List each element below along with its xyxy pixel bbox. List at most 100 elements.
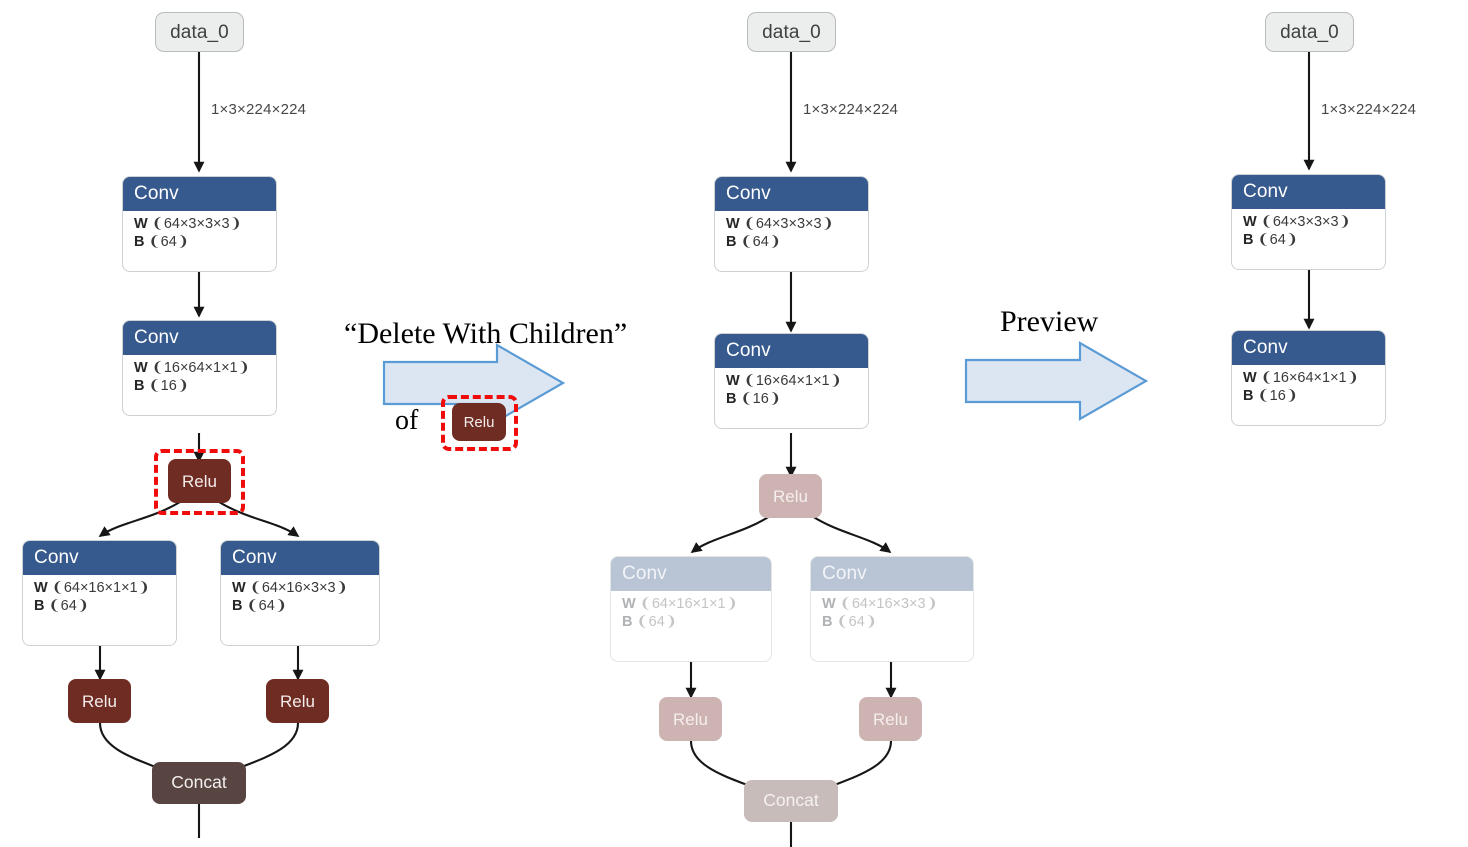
node-concat-deleted[interactable]: Concat	[744, 780, 838, 822]
attr-key: B	[1243, 388, 1254, 404]
attr-value: ❨64❩	[740, 234, 781, 250]
edge-label-input-to-conv1: 1×3×224×224	[1321, 101, 1417, 118]
attr-value: ❨16❩	[740, 391, 781, 407]
of-label: of	[395, 405, 419, 436]
attr-value: ❨64×16×1×1❩	[51, 580, 150, 596]
attr-value: ❨64×16×1×1❩	[639, 596, 738, 612]
preview-arrow	[964, 341, 1149, 421]
node-attributes: W❨64×16×3×3❩ B❨64❩	[221, 575, 379, 620]
attr-bias: B❨64❩	[1243, 232, 1385, 248]
node-conv-1[interactable]: Conv W❨64×3×3×3❩ B❨64❩	[1231, 174, 1386, 270]
node-data-0[interactable]: data_0	[747, 12, 836, 52]
attr-key: B	[622, 614, 633, 630]
node-conv-3-deleted[interactable]: Conv W❨64×16×1×1❩ B❨64❩	[610, 556, 772, 662]
node-relu-right-deleted[interactable]: Relu	[859, 697, 922, 741]
node-conv-4[interactable]: Conv W❨64×16×3×3❩ B❨64❩	[220, 540, 380, 646]
attr-weight: W❨16×64×1×1❩	[726, 373, 868, 389]
attr-key: W	[726, 373, 740, 389]
attr-weight: W❨64×3×3×3❩	[1243, 214, 1385, 230]
attr-key: B	[232, 598, 243, 614]
attr-bias: B❨64❩	[622, 614, 771, 630]
node-conv-2[interactable]: Conv W❨16×64×1×1❩ B❨16❩	[1231, 330, 1386, 426]
node-relu-left-deleted[interactable]: Relu	[659, 697, 722, 741]
node-title: Conv	[811, 557, 973, 591]
attr-value: ❨64×3×3×3❩	[743, 216, 834, 232]
node-relu-right[interactable]: Relu	[266, 679, 329, 723]
annotation-relu-chip: Relu	[452, 403, 506, 441]
attr-bias: B❨64❩	[822, 614, 973, 630]
attr-value: ❨16×64×1×1❩	[1260, 370, 1359, 386]
attr-value: ❨64×3×3×3❩	[1260, 214, 1351, 230]
attr-key: B	[726, 234, 737, 250]
node-label: Relu	[280, 691, 315, 711]
attr-weight: W❨64×16×3×3❩	[232, 580, 379, 596]
node-data-0[interactable]: data_0	[155, 12, 244, 52]
attr-weight: W❨16×64×1×1❩	[1243, 370, 1385, 386]
attr-key: W	[1243, 370, 1257, 386]
attr-key: W	[134, 360, 148, 376]
preview-label: Preview	[1000, 305, 1099, 338]
attr-key: B	[822, 614, 833, 630]
attr-value: ❨64❩	[48, 598, 89, 614]
node-conv-2[interactable]: Conv W❨16×64×1×1❩ B❨16❩	[714, 333, 869, 429]
attr-key: W	[34, 580, 48, 596]
node-title: Conv	[123, 321, 276, 355]
attr-value: ❨64×16×3×3❩	[839, 596, 938, 612]
attr-weight: W❨64×16×3×3❩	[822, 596, 973, 612]
node-relu-deleted[interactable]: Relu	[759, 474, 822, 518]
node-label: data_0	[170, 21, 229, 43]
node-attributes: W❨64×3×3×3❩ B❨64❩	[1232, 209, 1385, 254]
attr-key: W	[1243, 214, 1257, 230]
node-attributes: W❨64×3×3×3❩ B❨64❩	[123, 211, 276, 256]
attr-bias: B❨16❩	[134, 378, 276, 394]
node-conv-3[interactable]: Conv W❨64×16×1×1❩ B❨64❩	[22, 540, 177, 646]
attr-value: ❨16❩	[148, 378, 189, 394]
attr-key: B	[726, 391, 737, 407]
node-data-0[interactable]: data_0	[1265, 12, 1354, 52]
node-conv-1[interactable]: Conv W❨64×3×3×3❩ B❨64❩	[122, 176, 277, 272]
node-conv-4-deleted[interactable]: Conv W❨64×16×3×3❩ B❨64❩	[810, 556, 974, 662]
node-relu-left[interactable]: Relu	[68, 679, 131, 723]
node-title: Conv	[123, 177, 276, 211]
attr-bias: B❨64❩	[134, 234, 276, 250]
attr-value: ❨64❩	[148, 234, 189, 250]
attr-value: ❨64×16×3×3❩	[249, 580, 348, 596]
attr-weight: W❨16×64×1×1❩	[134, 360, 276, 376]
attr-weight: W❨64×3×3×3❩	[134, 216, 276, 232]
delete-with-children-label: “Delete With Children”	[344, 317, 628, 350]
attr-key: W	[232, 580, 246, 596]
edge-label-input-to-conv1: 1×3×224×224	[803, 101, 899, 118]
node-conv-1[interactable]: Conv W❨64×3×3×3❩ B❨64❩	[714, 176, 869, 272]
node-title: Conv	[1232, 331, 1385, 365]
attr-bias: B❨16❩	[1243, 388, 1385, 404]
node-label: data_0	[762, 21, 821, 43]
node-attributes: W❨16×64×1×1❩ B❨16❩	[1232, 365, 1385, 410]
node-label: Relu	[773, 486, 808, 506]
edge-label-input-to-conv1: 1×3×224×224	[211, 101, 307, 118]
attr-weight: W❨64×16×1×1❩	[34, 580, 176, 596]
attr-weight: W❨64×3×3×3❩	[726, 216, 868, 232]
node-conv-2[interactable]: Conv W❨16×64×1×1❩ B❨16❩	[122, 320, 277, 416]
node-attributes: W❨64×3×3×3❩ B❨64❩	[715, 211, 868, 256]
node-attributes: W❨64×16×3×3❩ B❨64❩	[811, 591, 973, 636]
node-label: Relu	[873, 709, 908, 729]
node-attributes: W❨16×64×1×1❩ B❨16❩	[123, 355, 276, 400]
node-relu-selected[interactable]: Relu	[168, 459, 231, 503]
attr-weight: W❨64×16×1×1❩	[622, 596, 771, 612]
node-title: Conv	[23, 541, 176, 575]
node-label: Concat	[171, 772, 227, 793]
node-attributes: W❨16×64×1×1❩ B❨16❩	[715, 368, 868, 413]
node-title: Conv	[715, 177, 868, 211]
attr-value: ❨64❩	[246, 598, 287, 614]
attr-value: ❨64❩	[636, 614, 677, 630]
attr-key: B	[134, 234, 145, 250]
attr-value: ❨16❩	[1257, 388, 1298, 404]
node-concat[interactable]: Concat	[152, 762, 246, 804]
attr-key: W	[822, 596, 836, 612]
node-attributes: W❨64×16×1×1❩ B❨64❩	[611, 591, 771, 636]
attr-key: B	[134, 378, 145, 394]
attr-key: B	[34, 598, 45, 614]
attr-key: W	[134, 216, 148, 232]
attr-value: ❨16×64×1×1❩	[743, 373, 842, 389]
